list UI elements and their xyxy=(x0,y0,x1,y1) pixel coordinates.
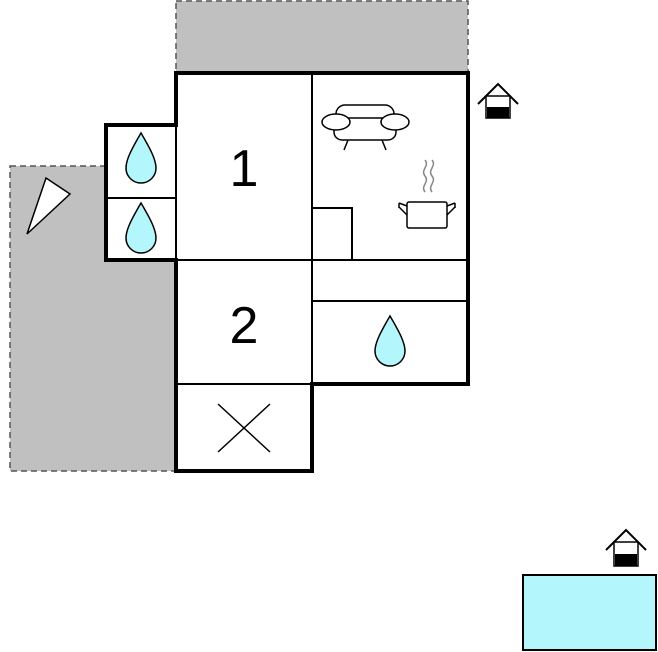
terrace-area-top xyxy=(175,0,469,74)
water-drop-icon xyxy=(374,314,406,367)
water-drop-icon xyxy=(125,201,157,254)
room-bedroom-1 xyxy=(175,72,313,261)
house-entrance-icon xyxy=(477,82,519,119)
house-entrance-icon xyxy=(605,528,647,567)
outer-wall xyxy=(104,71,470,473)
water-drop-icon xyxy=(125,131,157,184)
sun-shade-icon xyxy=(26,176,72,235)
sofa-icon xyxy=(321,104,410,151)
room-label-2: 2 xyxy=(230,297,259,355)
kitchen-counter xyxy=(312,207,353,260)
room-label-1: 1 xyxy=(230,140,259,198)
room-living-kitchen xyxy=(311,72,469,261)
cooking-pot-icon xyxy=(398,159,456,229)
cross-icon xyxy=(217,403,271,453)
pool xyxy=(522,574,657,651)
room-hall xyxy=(311,259,469,302)
